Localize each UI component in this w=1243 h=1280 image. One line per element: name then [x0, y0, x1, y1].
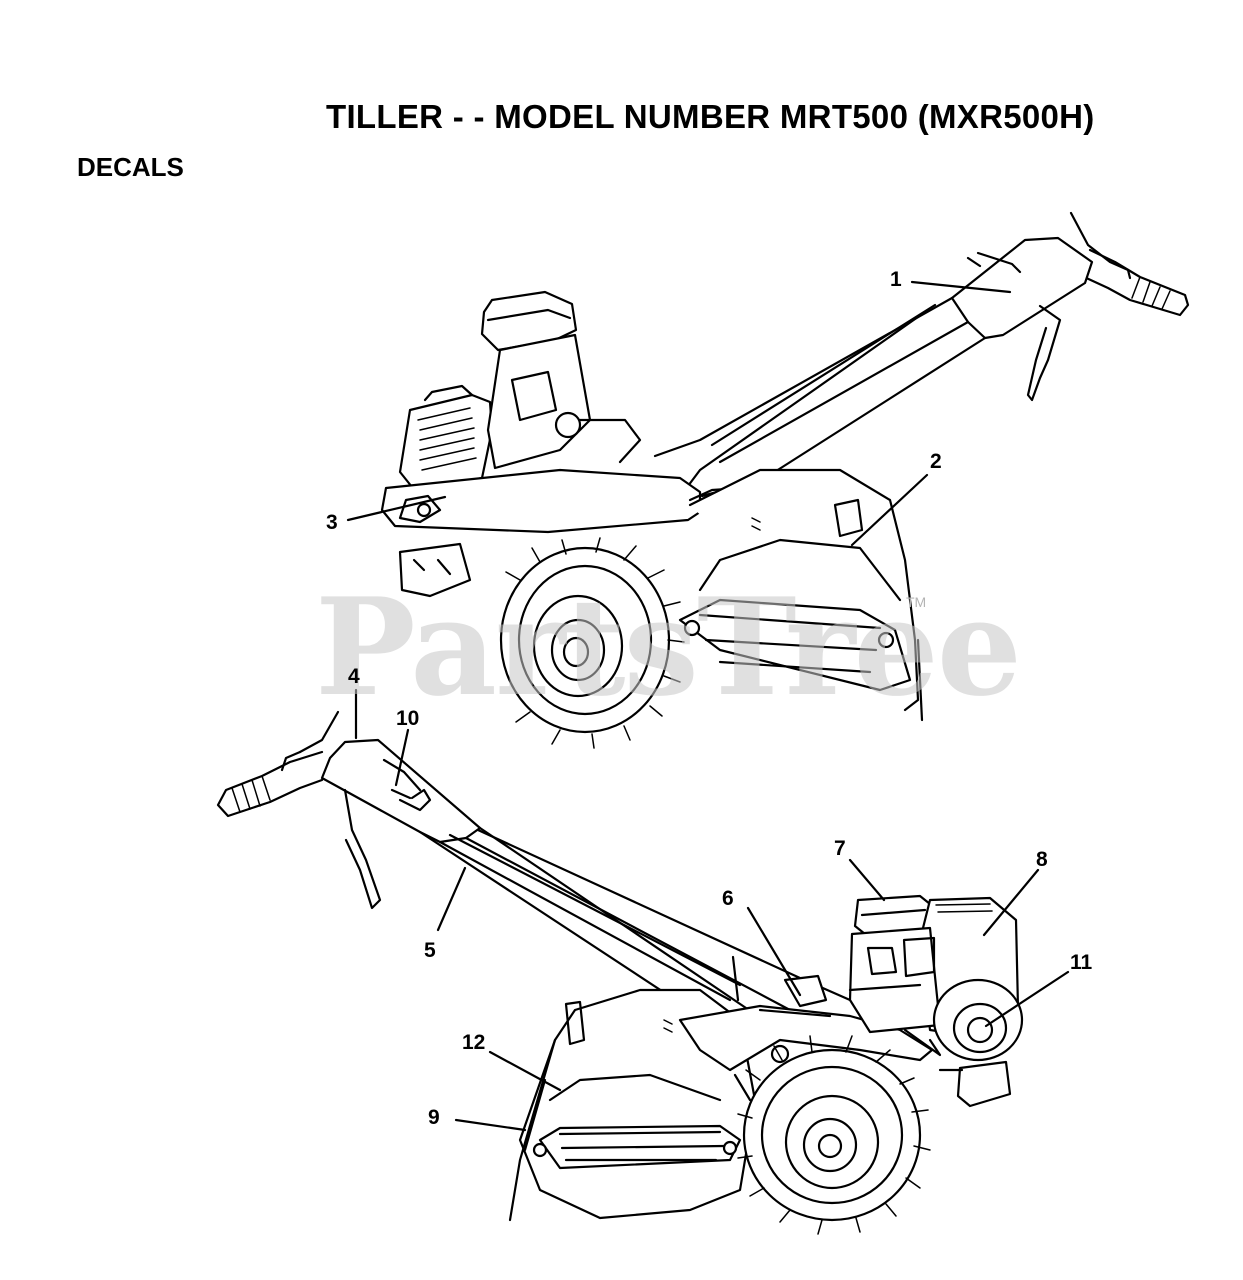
callout-3: 3 — [326, 511, 338, 534]
leader-12 — [488, 1050, 562, 1092]
page-title: TILLER - - MODEL NUMBER MRT500 (MXR500H) — [326, 98, 1095, 135]
leader-2 — [850, 473, 929, 547]
callout-7: 7 — [834, 837, 846, 860]
callout-1: 1 — [890, 268, 902, 291]
callout-12: 12 — [462, 1031, 486, 1054]
callout-11: 11 — [1070, 951, 1093, 974]
upper-wheel — [499, 537, 685, 749]
upper-tiller — [380, 211, 1190, 749]
leader-lines — [346, 280, 1070, 1132]
leader-5 — [436, 866, 467, 932]
leader-11 — [984, 970, 1070, 1028]
lower-tiller — [216, 710, 1024, 1235]
callout-10: 10 — [396, 707, 420, 730]
leader-10 — [394, 728, 410, 787]
watermark-tm: TM — [906, 594, 927, 610]
upper-handle-grip — [1069, 211, 1190, 317]
upper-belt-housing — [380, 468, 744, 534]
leader-7 — [848, 858, 886, 902]
upper-tine-hood — [678, 468, 924, 722]
leader-1 — [910, 280, 1012, 294]
leader-3 — [346, 495, 447, 522]
lower-handle-grip — [216, 710, 340, 818]
section-title: DECALS — [77, 152, 184, 182]
callout-8: 8 — [1036, 848, 1048, 871]
callout-5: 5 — [424, 939, 436, 962]
callout-4: 4 — [348, 665, 360, 688]
upper-engine — [398, 290, 642, 494]
lower-controls — [731, 955, 832, 1018]
leader-6 — [746, 906, 802, 997]
lower-engine — [848, 894, 1024, 1062]
leader-8 — [982, 868, 1040, 937]
leader-9 — [454, 1118, 527, 1132]
lower-wheel — [737, 1035, 931, 1235]
callout-2: 2 — [930, 450, 942, 473]
upper-handle-head — [950, 236, 1094, 340]
callout-6: 6 — [722, 887, 734, 910]
callout-9: 9 — [428, 1106, 440, 1129]
